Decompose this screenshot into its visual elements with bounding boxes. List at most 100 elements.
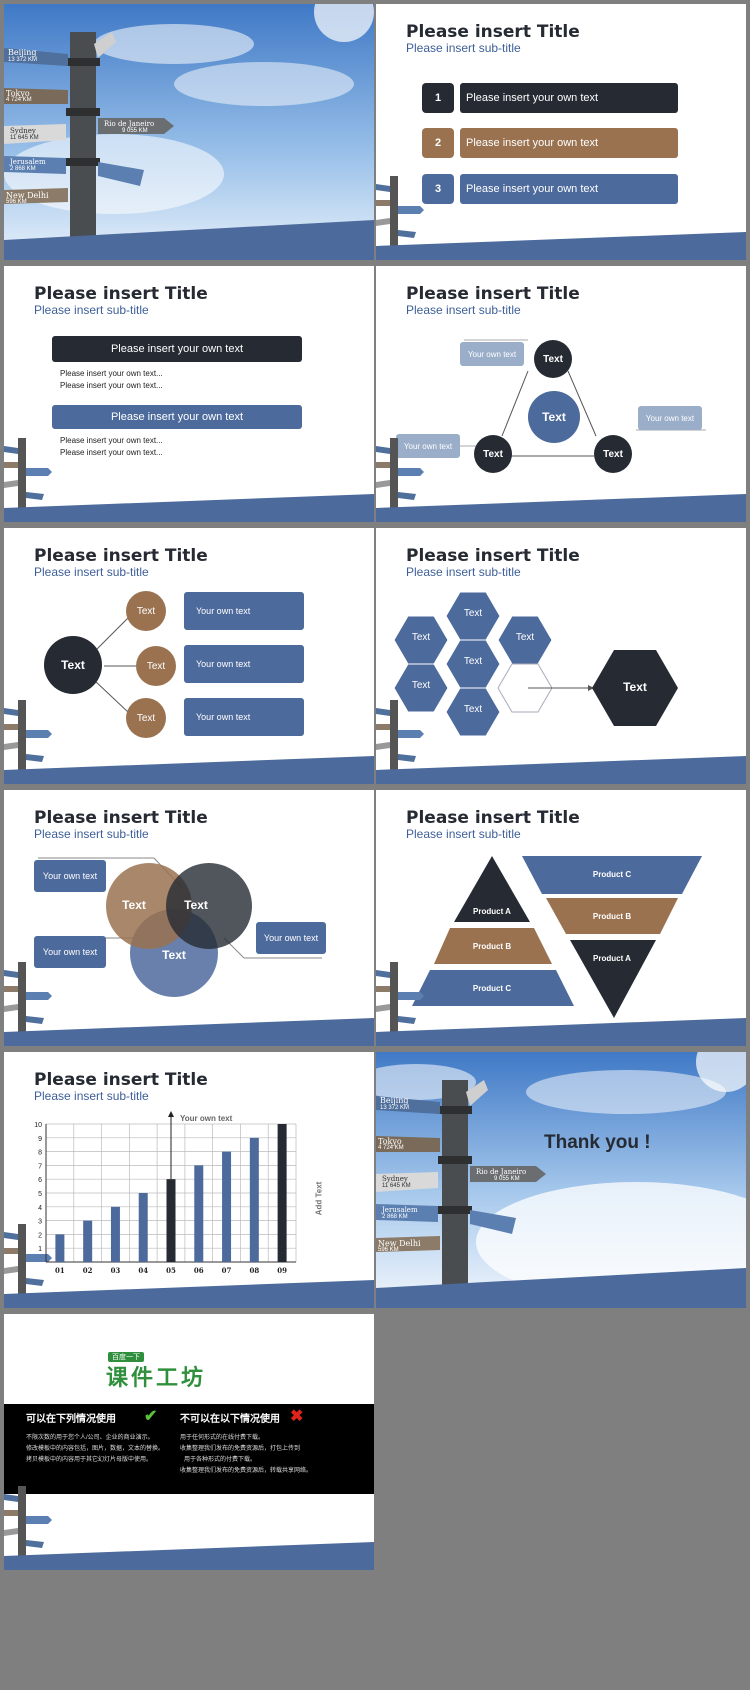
hex-2: Text [411, 632, 431, 643]
slide-3[interactable]: Please insert Title Please insert sub-ti… [4, 266, 374, 522]
list-item-3[interactable]: Please insert your own text [460, 174, 678, 204]
header-box-2[interactable]: Please insert your own text [52, 405, 302, 429]
sign-rio: Rio de Janeiro [104, 120, 155, 128]
hex-4: Text [463, 656, 483, 667]
slide-9[interactable]: Please insert Title Please insert sub-ti… [4, 1052, 374, 1308]
slide-title: Please insert Title [406, 284, 580, 304]
venn-circle-2: Text [184, 898, 208, 912]
bar-04 [138, 1193, 148, 1262]
slide-1[interactable]: Beijing 13 372 KM Tokyo 4 724 KM Rio de … [4, 4, 374, 260]
text-box-2[interactable]: Your own text [184, 645, 304, 683]
slide-title: Please insert Title [34, 284, 208, 304]
bottom-band [376, 220, 746, 260]
x-tick-label: 08 [249, 1266, 259, 1275]
bar-08 [249, 1137, 259, 1262]
list-item-2[interactable]: Please insert your own text [460, 128, 678, 158]
pyramid-left-bottom: Product C [472, 984, 512, 993]
slide-2[interactable]: Please insert Title Please insert sub-ti… [376, 4, 746, 260]
text-line: Please insert your own text... [60, 436, 163, 445]
slide-5[interactable]: Please insert Title Please insert sub-ti… [4, 528, 374, 784]
hex-target: Text [623, 680, 647, 694]
sign-beijing-km: 13 372 KM [380, 1105, 410, 1111]
signpost-icon [376, 438, 424, 516]
logo-badge: 百度一下 [108, 1352, 144, 1362]
sign-jerusalem-km: 2 868 KM [10, 166, 36, 172]
bottom-band [376, 482, 746, 522]
logo: 课件工坊 [106, 1365, 207, 1390]
hexagon-cluster [393, 591, 678, 737]
text-line: Please insert your own text... [60, 448, 163, 457]
bar-09 [277, 1124, 287, 1262]
signpost-icon [4, 1486, 52, 1564]
can-title: 可以在下列情况使用 [26, 1414, 116, 1425]
y-tick-label: 6 [38, 1177, 42, 1184]
x-tick-label: 04 [138, 1266, 148, 1275]
signpost-photo [4, 4, 374, 260]
slide-4[interactable]: Please insert Title Please insert sub-ti… [376, 266, 746, 522]
signpost-icon [376, 176, 424, 254]
text-box-2[interactable]: Your own text [34, 936, 106, 968]
sign-beijing: Beijing [8, 48, 37, 57]
annotation-arrow [168, 1111, 174, 1117]
slide-6[interactable]: Please insert Title Please insert sub-ti… [376, 528, 746, 784]
sign-newdelhi: New Delhi [6, 191, 49, 200]
y-tick-label: 1 [38, 1246, 42, 1253]
text-box-1[interactable]: Your own text [34, 860, 106, 892]
node-right: Text [594, 435, 632, 473]
check-icon: ✔ [144, 1408, 158, 1425]
sign-jerusalem: Jerusalem [382, 1206, 418, 1214]
sign-jerusalem-km: 2 868 KM [382, 1214, 408, 1220]
signpost-icon [376, 962, 424, 1040]
venn-circle-3: Text [162, 948, 186, 962]
bar-02 [83, 1220, 93, 1262]
slide-title: Please insert Title [406, 22, 580, 42]
can-item: 修改模板中的内容包括，图片，数据，文本的替换。 [26, 1446, 165, 1452]
y-tick-label: 7 [38, 1163, 42, 1170]
pyramid-right-mid: Product B [592, 912, 632, 921]
text-line: Please insert your own text... [60, 381, 163, 390]
x-tick-label: 02 [83, 1266, 93, 1275]
text-box-3[interactable]: Your own text [256, 922, 326, 954]
label-right[interactable]: Your own text [638, 406, 702, 430]
label-left[interactable]: Your own text [396, 434, 460, 458]
slide-11[interactable]: 百度一下 课件工坊 可以在下列情况使用 ✔ 不可以在以下情况使用 ✖ 不限次数的… [4, 1314, 374, 1570]
slide-10[interactable]: Beijing 13 372 KM Tokyo 4 724 KM Rio de … [376, 1052, 746, 1308]
can-item: 拷贝模板中的内容用于其它幻灯片母版中使用。 [26, 1457, 153, 1463]
number-badge-3: 3 [422, 174, 454, 204]
header-box-1[interactable]: Please insert your own text [52, 336, 302, 362]
pyramids [412, 856, 702, 1018]
node-top: Text [534, 340, 572, 378]
slide-8[interactable]: Please insert Title Please insert sub-ti… [376, 790, 746, 1046]
bar-07 [222, 1151, 232, 1262]
venn-circle-1: Text [122, 898, 146, 912]
signpost-icon [376, 700, 424, 778]
slide-subtitle: Please insert sub-title [34, 565, 149, 579]
sign-sydney-km: 11 645 KM [10, 135, 39, 141]
label-top[interactable]: Your own text [460, 342, 524, 366]
sign-rio-km: 9 055 KM [122, 128, 148, 134]
cannot-item: 用于任何形式的在线付费下载。 [180, 1435, 265, 1441]
number-badge-2: 2 [422, 128, 454, 158]
text-box-3[interactable]: Your own text [184, 698, 304, 736]
slide-title: Please insert Title [406, 546, 580, 566]
chart-annotation: Your own text [180, 1114, 233, 1123]
list-item-1[interactable]: Please insert your own text [460, 83, 678, 113]
bottom-band [4, 1530, 374, 1570]
x-tick-label: 03 [111, 1266, 121, 1275]
sign-newdelhi: New Delhi [378, 1239, 421, 1248]
y-tick-label: 8 [38, 1150, 42, 1157]
sign-rio-km: 9 055 KM [494, 1176, 520, 1182]
bottom-band [4, 744, 374, 784]
tree-connectors [93, 617, 136, 713]
slide-subtitle: Please insert sub-title [34, 1089, 149, 1103]
slide-7[interactable]: Please insert Title Please insert sub-ti… [4, 790, 374, 1046]
signpost-icon [4, 962, 52, 1040]
slide-subtitle: Please insert sub-title [406, 565, 521, 579]
y-tick-label: 10 [34, 1122, 42, 1129]
bar-05 [166, 1179, 176, 1262]
pyramid-right-bottom: Product A [593, 954, 631, 963]
signpost-photo [376, 1052, 746, 1308]
text-box-1[interactable]: Your own text [184, 592, 304, 630]
sign-tokyo-km: 4 724 KM [378, 1145, 404, 1151]
